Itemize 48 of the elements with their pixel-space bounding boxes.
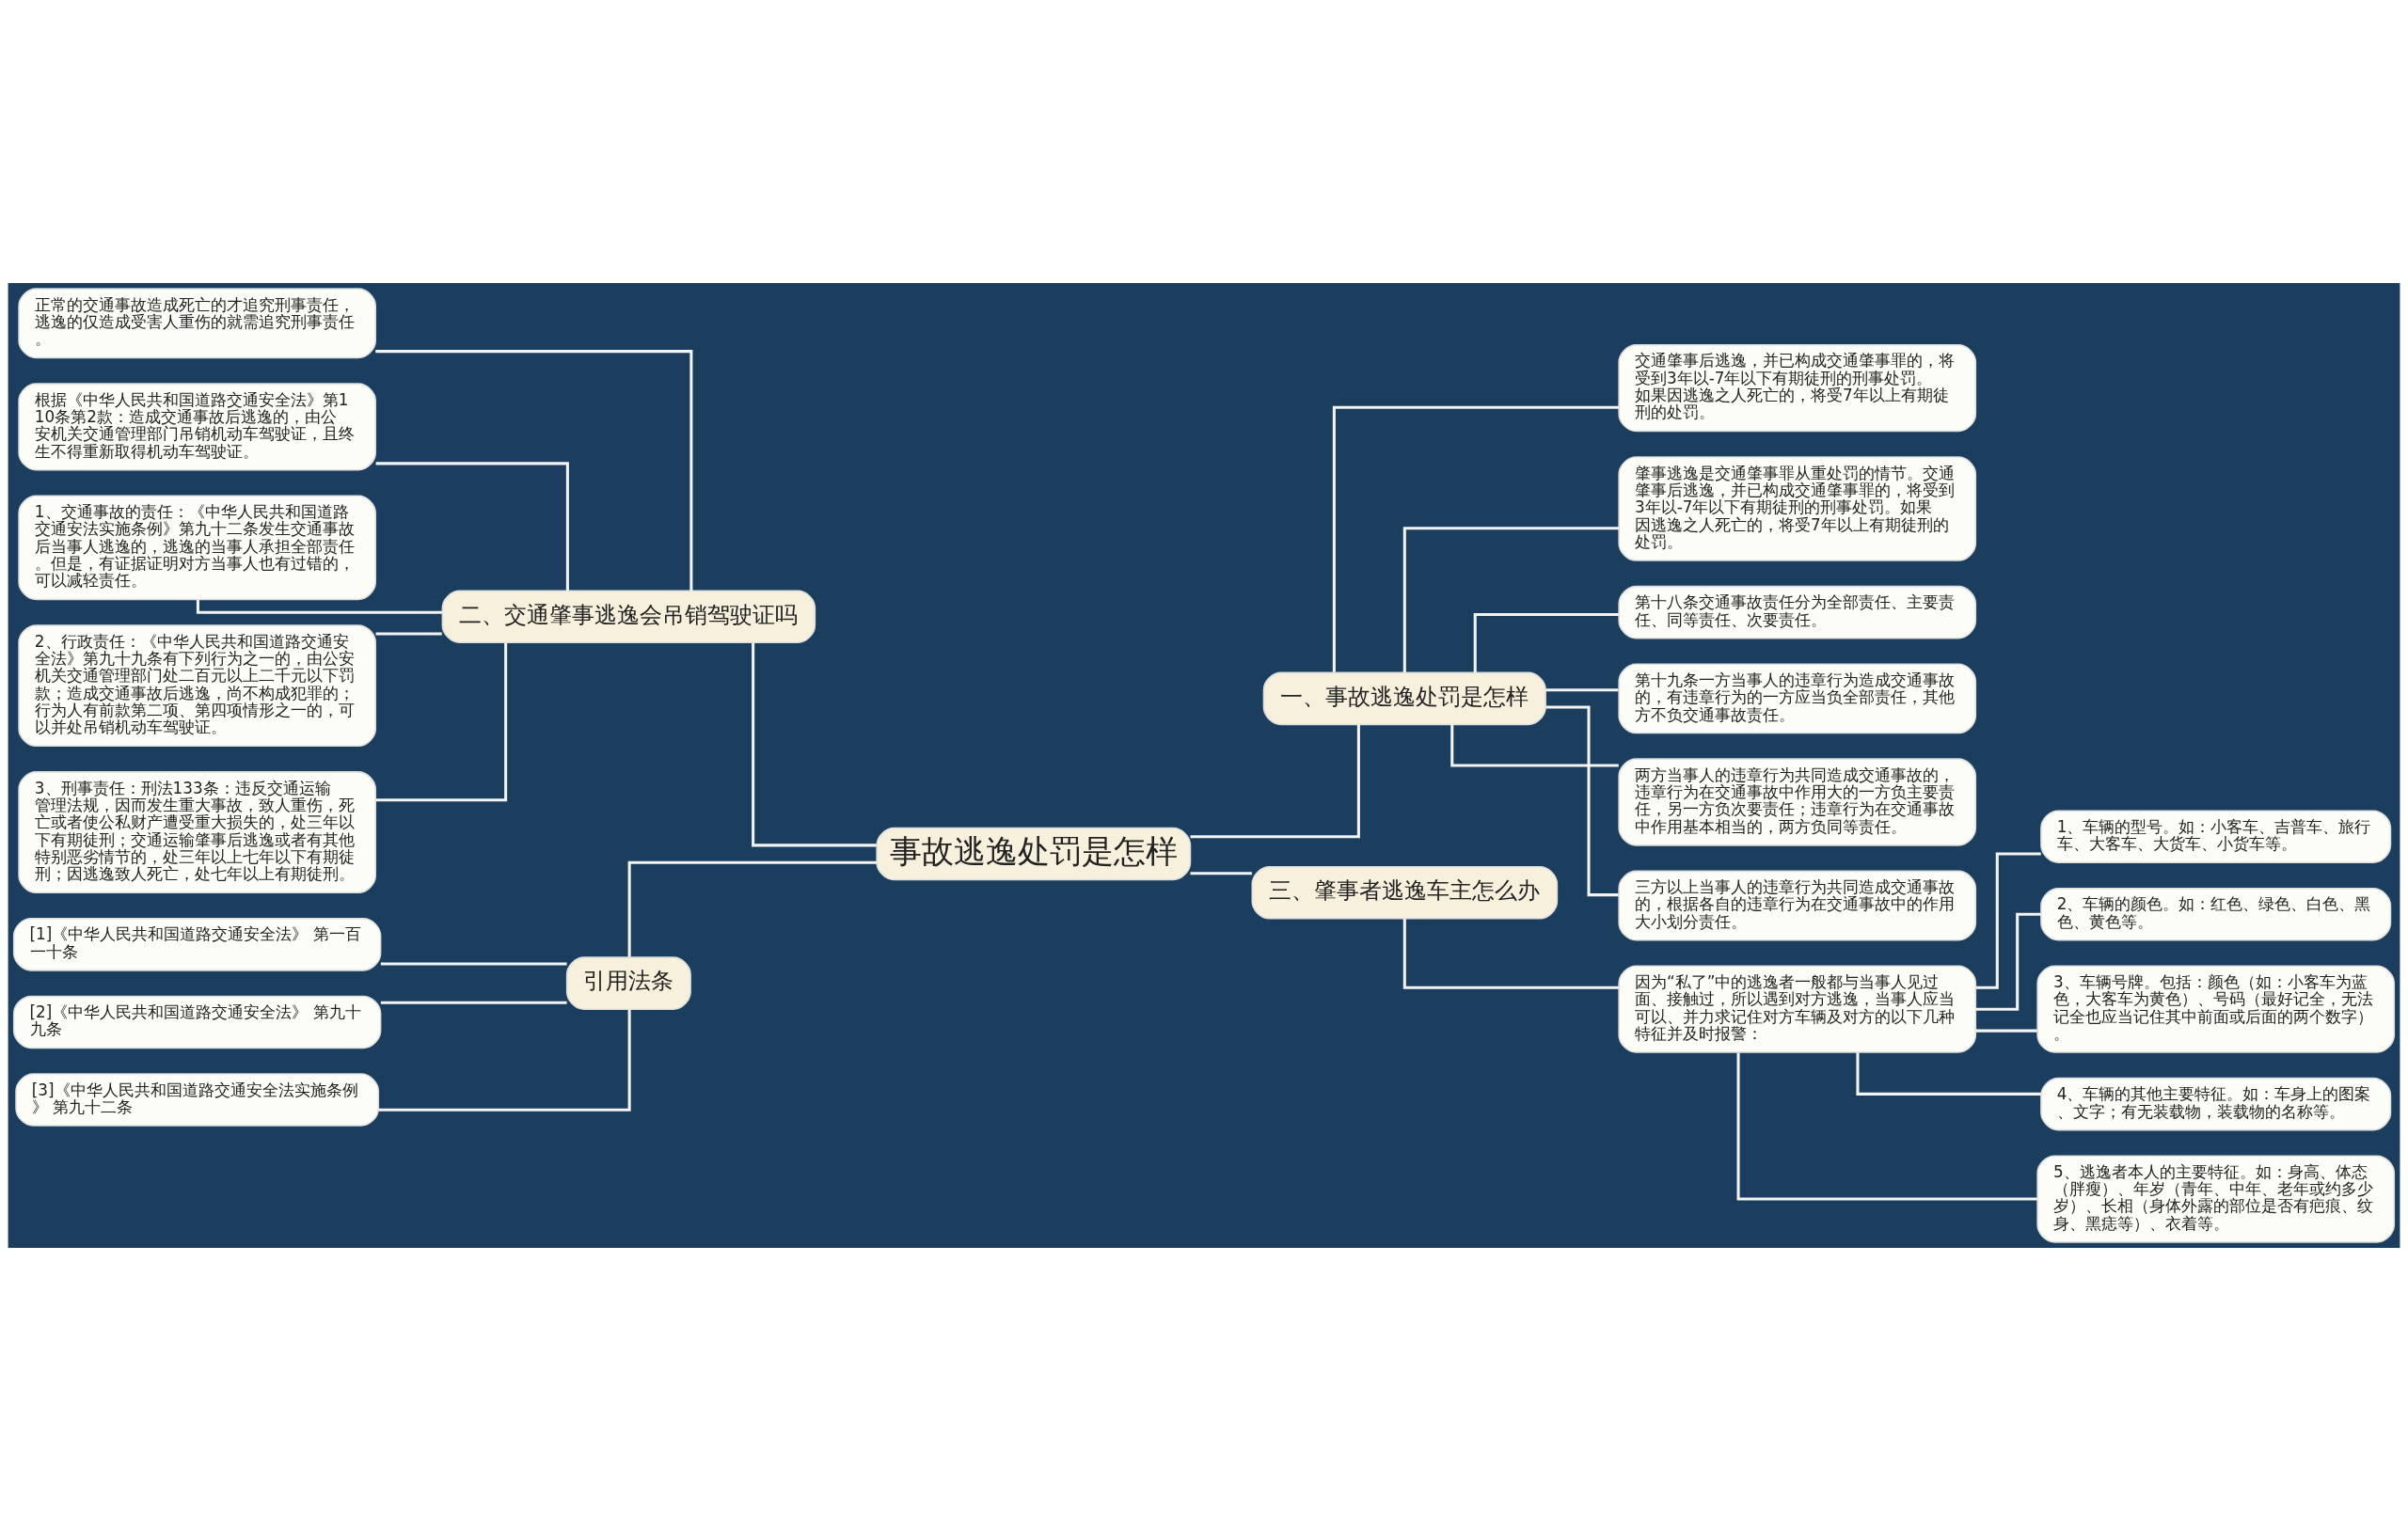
node-box: [3]《中华人民共和国道路交通安全法实施条例》 第九十二条 (15, 1072, 380, 1127)
node-box: 正常的交通事故造成死亡的才追究刑事责任，逃逸的仅造成受害人重伤的就需追究刑事责任。 (18, 287, 377, 358)
connector (752, 642, 877, 846)
node-box: [1]《中华人民共和国道路交通安全法》 第一百一十条 (12, 917, 382, 971)
node-box: 一、事故逃逸处罚是怎样 (1262, 671, 1546, 725)
connector (380, 1001, 567, 1004)
node-box: 1、车辆的型号。如：小客车、吉普车、旅行车、大客车、大货车、小货车等。 (2040, 809, 2392, 863)
connector (196, 599, 443, 614)
node-box: 1、交通事故的责任：《中华人民共和国道路交通安法实施条例》第九十二条发生交通事故后当事人逃逸的，逃逸的当事人承担全部责任。但是，有证据证明对方当事人也有过错的，可以减轻责任。 (18, 495, 377, 600)
connector (1190, 871, 1252, 875)
connector (627, 860, 878, 957)
connector (1856, 1051, 2041, 1096)
connector (1975, 852, 2041, 989)
connector (378, 1009, 631, 1112)
connector (1190, 724, 1360, 838)
connector (380, 962, 567, 966)
node-box: 两方当事人的违章行为共同造成交通事故的，违章行为在交通事故中作用大的一方负主要责任，另一方负次要责任；违章行为在交通事故中作用基本相当的，两方负同等责任。 (1618, 757, 1977, 846)
node-box: 根据《中华人民共和国道路交通安全法》第110条第2款：造成交通事故后逃逸的，由公安机关交通管理部门吊销机动车驾驶证，且终生不得重新取得机动车驾驶证。 (18, 382, 377, 471)
node-box: 第十九条一方当事人的违章行为造成交通事故的，有违章行为的一方应当负全部责任，其他方不负交通事故责任。 (1618, 662, 1977, 733)
node-box: 5、逃逸者本人的主要特征。如：身高、体态（胖瘦）、年岁（青年、中年、老年或约多少岁）、长相（身体外露的部位是否有疤痕、纹身、黑痣等）、衣着等。 (2036, 1154, 2396, 1243)
connector (375, 642, 508, 801)
connector (375, 632, 442, 636)
node-box: 三、肇事者逃逸车主怎么办 (1251, 865, 1559, 920)
node-box: 3、刑事责任：刑法133条：违反交通运输管理法规，因而发生重大事故，致人重伤，死亡或者使公私财产遭受重大损失的，处三年以下有期徒刑；交通运输肇事后逃逸或者有其他特别恶劣情节的，处三年以上七年以下有期徒刑；因逃逸致人死亡，处七年以上有期徒刑。 (18, 770, 377, 893)
node-box: 交通肇事后逃逸，并已构成交通肇事罪的，将受到3年以-7年以下有期徒刑的刑事处罚。如果因逃逸之人死亡的，将受7年以上有期徒刑的处罚。 (1618, 343, 1977, 432)
node-box: 因为“私了”中的逃逸者一般都与当事人见过面、接触过，所以遇到对方逃逸，当事人应当可以、并力求记住对方车辆及对方的以下几种特征并及时报警： (1618, 965, 1977, 1053)
node-box: 事故逃逸处罚是怎样 (876, 827, 1192, 880)
node-box: 肇事逃逸是交通肇事罪从重处罚的情节。交通肇事后逃逸，并已构成交通肇事罪的，将受到3年以-7年以下有期徒刑的刑事处罚。如果因逃逸之人死亡的，将受7年以上有期徒刑的处罚。 (1618, 455, 1977, 561)
node-box: 2、车辆的颜色。如：红色、绿色、白色、黑色、黄色等。 (2040, 887, 2392, 941)
connector (1473, 612, 1619, 672)
node-box: 第十八条交通事故责任分为全部责任、主要责任、同等责任、次要责任。 (1618, 585, 1977, 639)
node-box: 三方以上当事人的违章行为共同造成交通事故的，根据各自的违章行为在交通事故中的作用大小划分责任。 (1618, 870, 1977, 941)
connector (1402, 526, 1619, 672)
node-box: 二、交通肇事逃逸会吊销驾驶证吗 (441, 589, 816, 643)
connector (1545, 687, 1619, 691)
connector (375, 349, 693, 591)
node-box: 2、行政责任：《中华人民共和国道路交通安全法》第九十九条有下列行为之一的，由公安机关交通管理部门处二百元以上二千元以下罚款；造成交通事故后逃逸，尚不构成犯罪的；行为人有前款第二项、第四项情形之一的，可以并处吊销机动车驾驶证。 (18, 623, 377, 747)
node-box: 引用法条 (565, 955, 691, 1010)
node-box: 3、车辆号牌。包括：颜色（如：小客车为蓝色，大客车为黄色）、号码（最好记全，无法记全也应当记住其中前面或后面的两个数字）。 (2036, 965, 2396, 1053)
connector (1402, 918, 1619, 989)
connector (1975, 912, 2041, 1011)
node-box: 4、车辆的其他主要特征。如：车身上的图案、文字；有无装载物，装载物的名称等。 (2040, 1077, 2392, 1130)
connector (1736, 1052, 2037, 1201)
connector (1450, 724, 1619, 767)
connector (1332, 405, 1620, 672)
connector (1975, 1029, 2037, 1033)
node-box: [2]《中华人民共和国道路交通安全法》 第九十九条 (12, 995, 382, 1049)
connector (375, 461, 569, 591)
